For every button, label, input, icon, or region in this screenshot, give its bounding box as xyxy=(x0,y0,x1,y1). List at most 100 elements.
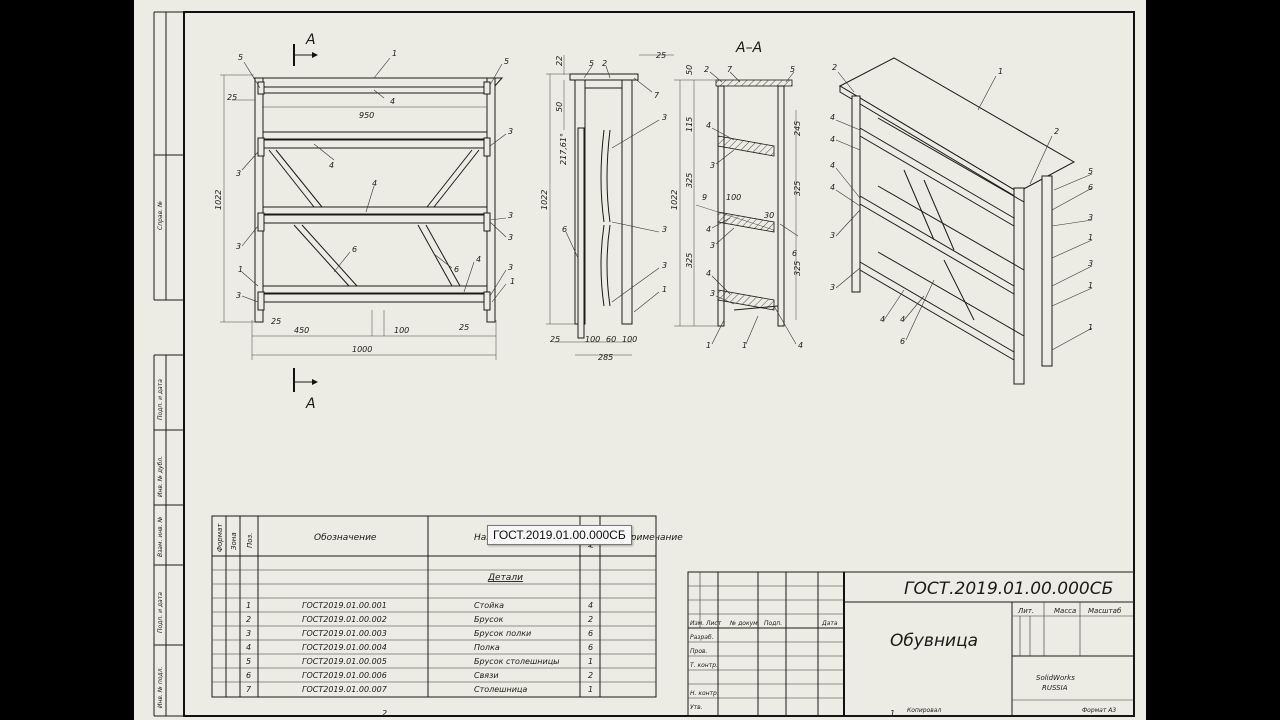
tb-mass: Масса xyxy=(1054,607,1076,615)
drawing-sheet: Справ. № Подп. и дата Инв. № дубл. Взам.… xyxy=(134,0,1146,720)
dim-285: 285 xyxy=(598,353,613,362)
tb-role-dev: Разраб. xyxy=(690,634,714,641)
dim-25-top: 25 xyxy=(227,93,237,102)
balloon-5b: 5 xyxy=(504,57,509,66)
spec-cell-name: Столешница xyxy=(474,685,527,694)
section-cut-marker-top: А xyxy=(293,32,318,66)
spec-cell-name: Брусок xyxy=(474,615,504,624)
balloon-sec-6: 6 xyxy=(792,249,797,258)
spec-section-details: Детали xyxy=(487,573,523,583)
balloon-iso-3e: 1 xyxy=(1088,323,1093,332)
tb-scale: Масштаб xyxy=(1088,607,1122,615)
balloon-iso-1b: 1 xyxy=(1088,233,1093,242)
stamp-dup-inv-label: Инв. № дубл. xyxy=(157,456,164,497)
spec-cell-pos: 1 xyxy=(246,601,251,610)
dim-325-sec-a: 325 xyxy=(685,173,694,188)
spec-cell-pos: 5 xyxy=(246,657,251,666)
dim-30-sec: 30 xyxy=(764,211,774,220)
spec-cell-designation: ГОСТ2019.01.00.002 xyxy=(302,615,387,624)
tb-software: SolidWorks xyxy=(1036,674,1075,682)
spec-cell-qty: 6 xyxy=(588,629,593,638)
dim-angle: 217,61° xyxy=(559,133,568,165)
spec-cell-designation: ГОСТ2019.01.00.006 xyxy=(302,671,387,680)
dim-100-side-a: 100 xyxy=(585,335,600,344)
stamp-sign-date-label-2: Подп. и дата xyxy=(157,592,164,633)
tb-country: RUSSIA xyxy=(1042,684,1068,692)
sheet-number-right: 1 xyxy=(890,709,895,718)
spec-cell-name: Полка xyxy=(474,643,500,652)
tb-role-ncontrol: Н. контр. xyxy=(690,690,719,697)
balloon-iso-4b: 4 xyxy=(830,135,835,144)
balloon-side-1: 1 xyxy=(662,285,667,294)
tb-rev-izm: Изм. xyxy=(690,620,704,627)
balloon-iso-3b: 3 xyxy=(830,283,835,292)
balloon-iso-4f: 4 xyxy=(900,315,905,324)
balloon-iso-4a: 4 xyxy=(830,113,835,122)
dim-1022-sec: 1022 xyxy=(670,190,679,210)
balloon-sec-7: 7 xyxy=(727,65,733,74)
balloon-4d: 4 xyxy=(476,255,481,264)
dim-50-sec: 50 xyxy=(685,65,694,75)
tb-role-approve: Утв. xyxy=(690,704,703,711)
dim-1022-side: 1022 xyxy=(540,190,549,210)
spec-cell-qty: 1 xyxy=(588,685,593,694)
section-view-aa: А–А 50 115 325 325 1022 100 30 245 325 3… xyxy=(670,40,803,350)
tb-rev-date: Дата xyxy=(821,620,838,627)
stamp-replace-inv-label: Взам. инв. № xyxy=(157,516,164,557)
balloon-iso-4d: 4 xyxy=(830,183,835,192)
spec-cell-designation: ГОСТ2019.01.00.005 xyxy=(302,657,387,666)
balloon-iso-2b: 2 xyxy=(1054,127,1059,136)
spec-cell-name: Стойка xyxy=(474,601,504,610)
balloon-iso-2a: 2 xyxy=(832,63,837,72)
spec-cell-designation: ГОСТ2019.01.00.007 xyxy=(302,685,388,694)
dim-325-sec-d: 325 xyxy=(793,261,802,276)
dim-325-sec-b: 325 xyxy=(685,253,694,268)
spec-cell-pos: 7 xyxy=(246,685,252,694)
balloon-3f: 3 xyxy=(508,263,513,272)
balloon-iso-3d: 3 xyxy=(1088,259,1093,268)
sheet-frame xyxy=(153,11,1135,717)
isometric-view: 2 1 2 4 4 4 4 3 3 5 6 3 1 3 1 1 4 4 6 xyxy=(830,57,1093,385)
balloon-iso-5: 5 xyxy=(1088,167,1093,176)
spec-cell-pos: 3 xyxy=(246,629,251,638)
front-view: 950 1022 25 25 450 100 25 1000 5 1 5 4 3… xyxy=(214,32,515,412)
spec-cell-designation: ГОСТ2019.01.00.001 xyxy=(302,601,387,610)
dim-25-left: 25 xyxy=(271,317,281,326)
dim-100-sec: 100 xyxy=(726,193,741,202)
dim-100: 100 xyxy=(394,326,409,335)
balloon-1c: 1 xyxy=(510,277,515,286)
dim-25-right: 25 xyxy=(459,323,469,332)
balloon-side-7: 7 xyxy=(654,91,660,100)
balloon-iso-3a: 3 xyxy=(830,231,835,240)
balloon-1b: 1 xyxy=(238,265,243,274)
spec-header-zone: Зона xyxy=(230,532,238,550)
spec-header-designation: Обозначение xyxy=(314,533,377,543)
balloon-4a: 4 xyxy=(390,97,395,106)
spec-cell-qty: 4 xyxy=(588,601,593,610)
spec-cell-pos: 4 xyxy=(246,643,251,652)
dim-115-sec: 115 xyxy=(685,117,694,132)
dim-1022: 1022 xyxy=(214,190,223,210)
balloon-sec-4d: 4 xyxy=(798,341,803,350)
balloon-4c: 4 xyxy=(372,179,377,188)
svg-text:А: А xyxy=(305,396,316,412)
tb-role-tcontrol: Т. контр. xyxy=(690,662,718,669)
tb-role-check: Пров. xyxy=(690,648,708,655)
spec-cell-qty: 6 xyxy=(588,643,593,652)
balloon-iso-6b: 6 xyxy=(900,337,905,346)
balloon-sec-3b: 3 xyxy=(710,241,715,250)
tb-format: Формат А3 xyxy=(1082,707,1116,714)
section-title: А–А xyxy=(735,40,762,56)
balloon-sec-3c: 3 xyxy=(710,289,715,298)
balloon-iso-4e: 4 xyxy=(880,315,885,324)
balloon-sec-5: 5 xyxy=(790,65,795,74)
tb-lit: Лит. xyxy=(1017,607,1034,615)
tb-copied: Копировал xyxy=(907,707,941,714)
balloon-side-2: 2 xyxy=(602,59,607,68)
balloon-3c: 3 xyxy=(508,211,513,220)
stamp-ref-label: Справ. № xyxy=(157,201,164,230)
balloon-iso-3c: 3 xyxy=(1088,213,1093,222)
dim-50-side: 50 xyxy=(555,102,564,112)
balloon-sec-4b: 4 xyxy=(706,225,711,234)
balloon-sec-3a: 3 xyxy=(710,161,715,170)
